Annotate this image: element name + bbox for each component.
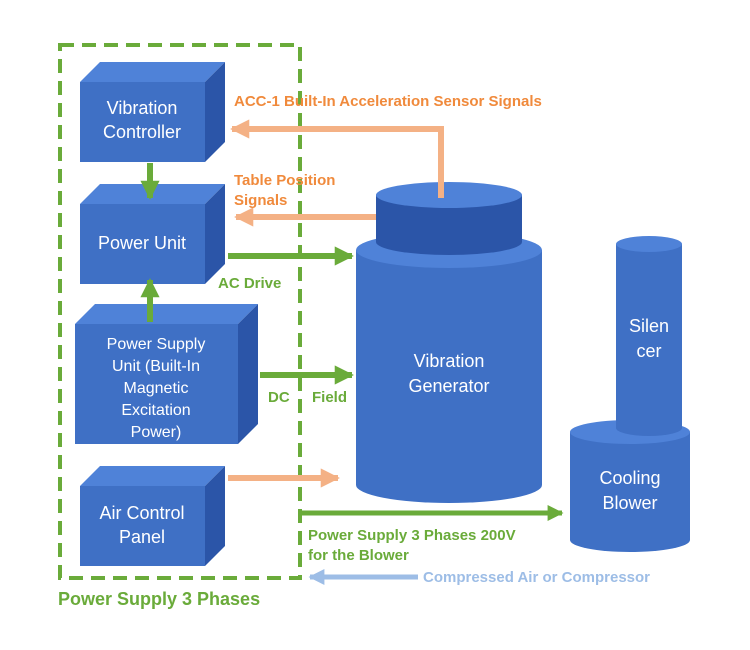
vibration-generator-label-2: Generator [408,376,489,396]
vibration-controller-box: Vibration Controller [80,62,225,162]
compressed-air-label: Compressed Air or Compressor [423,569,650,586]
vibration-controller-label-2: Controller [103,122,181,142]
power-supply-unit-label-2: Unit (Built-In [112,358,200,375]
silencer-label-2: cer [636,341,661,361]
cooling-blower-label-2: Blower [602,493,657,513]
power-supply-unit-label-5: Power) [131,424,182,441]
cooling-blower-cylinder: Cooling Blower [570,420,690,552]
ac-drive-label: AC Drive [218,275,281,292]
dc-field-label-left: DC [268,389,290,406]
cooling-blower-label-1: Cooling [599,468,660,488]
vibration-controller-label-1: Vibration [107,98,178,118]
blower-power-label-2: for the Blower [308,547,409,564]
air-control-panel-label-2: Panel [119,527,165,547]
power-supply-boundary [58,43,302,580]
power-unit-box: Power Unit [80,184,225,284]
dc-field-label-right: Field [312,389,347,406]
vibration-generator-cylinder: Vibration Generator [356,232,542,503]
table-position-label-2: Signals [234,192,287,209]
power-supply-unit-box: Power Supply Unit (Built-In Magnetic Exc… [75,304,258,444]
power-unit-label: Power Unit [98,233,186,253]
air-control-panel-label-1: Air Control [99,503,184,523]
silencer-cylinder: Silen cer [616,236,682,436]
air-control-panel-box: Air Control Panel [80,466,225,566]
silencer-label-1: Silen [629,316,669,336]
vibration-generator-label-1: Vibration [414,351,485,371]
table-position-label-1: Table Position [234,172,335,189]
power-supply-unit-label-3: Magnetic [124,380,189,397]
acc-signals-label: ACC-1 Built-In Acceleration Sensor Signa… [234,93,542,110]
boundary-title: Power Supply 3 Phases [58,589,260,609]
vibration-table-cylinder [376,182,522,255]
power-supply-unit-label-4: Excitation [121,402,190,419]
blower-power-label-1: Power Supply 3 Phases 200V [308,527,516,544]
power-supply-unit-label-1: Power Supply [107,336,206,353]
acc-signals-arrow [230,119,444,198]
